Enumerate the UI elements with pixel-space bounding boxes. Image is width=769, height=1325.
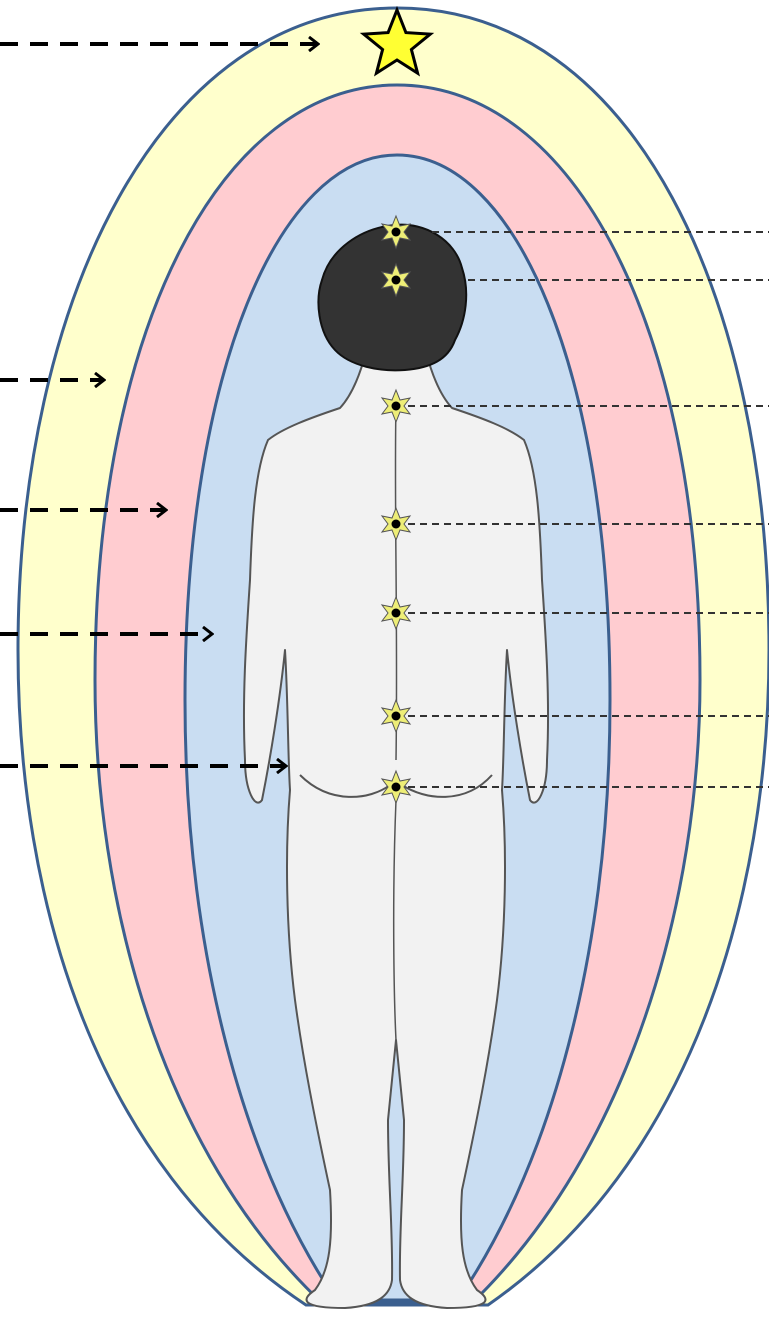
- aura-diagram: [0, 0, 769, 1325]
- aura-diagram-svg: [0, 0, 769, 1325]
